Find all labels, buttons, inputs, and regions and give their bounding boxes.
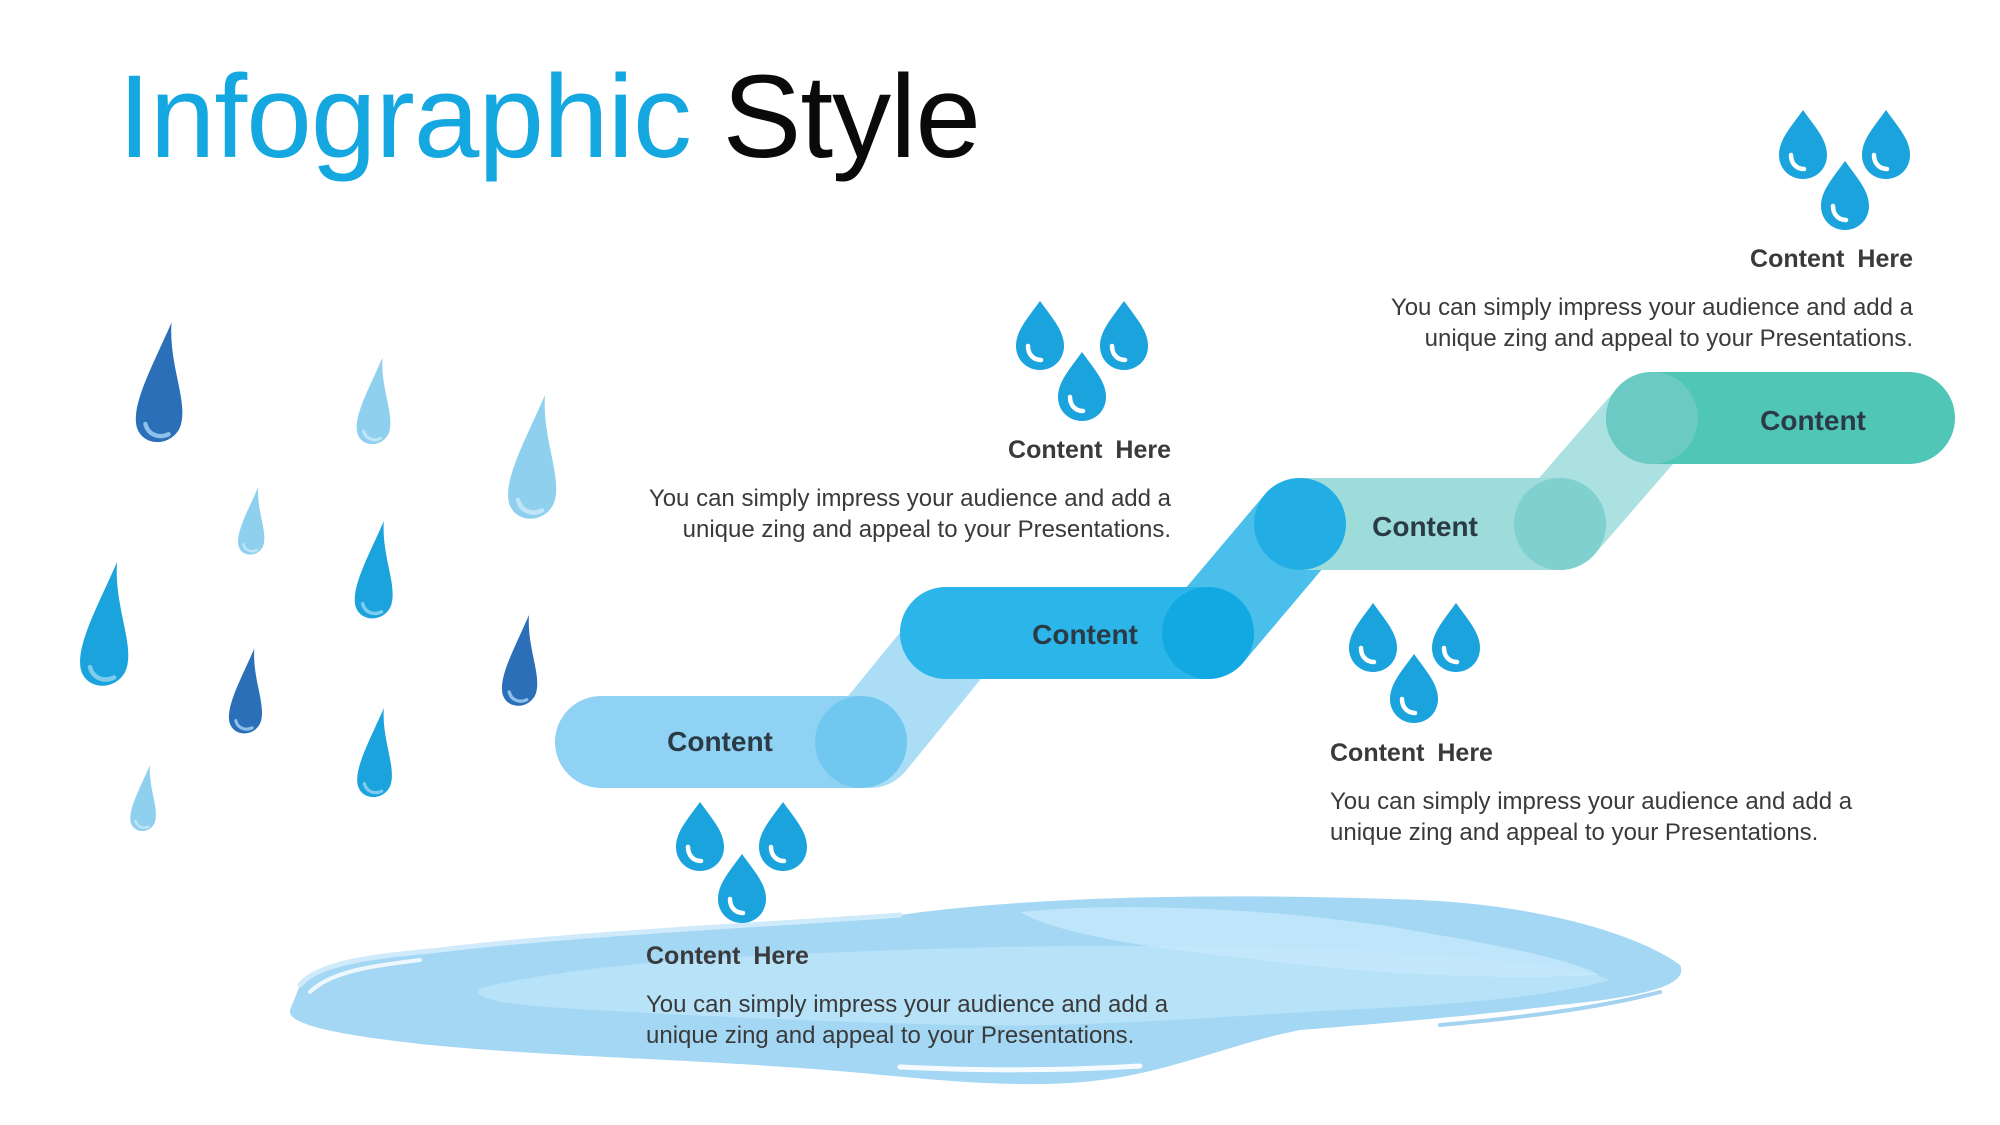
description-line: unique zing and appeal to your Presentat… (646, 1022, 1135, 1049)
content-heading: Content Here (646, 942, 809, 970)
drop-cluster-4 (1779, 110, 1910, 230)
step-pill-4 (1606, 372, 1955, 464)
step-label-2: Content (1032, 619, 1138, 650)
content-description: You can simply impress your audience and… (646, 989, 1168, 1051)
description-line: unique zing and appeal to your Presentat… (1424, 325, 1913, 352)
content-heading: Content Here (1330, 739, 1493, 767)
description-line: unique zing and appeal to your Presentat… (682, 516, 1171, 543)
title-part-1: Infographic (118, 51, 692, 183)
description-line: You can simply impress your audience and… (648, 485, 1171, 512)
description-line: You can simply impress your audience and… (1390, 294, 1913, 321)
page-title: Infographic Style (118, 50, 981, 186)
content-heading: Content Here (1008, 436, 1171, 464)
step-pill-1 (555, 696, 907, 788)
rain-illustration (80, 322, 557, 831)
content-description: You can simply impress your audience and… (1330, 786, 1852, 848)
content-description: You can simply impress your audience and… (649, 483, 1171, 545)
puddle-illustration (289, 896, 1682, 1085)
content-heading: Content Here (1750, 245, 1913, 273)
description-line: unique zing and appeal to your Presentat… (1330, 819, 1819, 846)
drop-cluster-2 (1016, 301, 1148, 421)
content-block-1: Content Here You can simply impress your… (646, 942, 1168, 1051)
step-pill-3 (1254, 478, 1606, 570)
drop-cluster-1 (676, 802, 807, 923)
content-description: You can simply impress your audience and… (1391, 292, 1913, 354)
description-line: You can simply impress your audience and… (646, 991, 1169, 1018)
content-block-4: Content Here You can simply impress your… (1391, 245, 1913, 354)
drop-cluster-3 (1349, 603, 1480, 723)
step-label-1: Content (667, 726, 773, 757)
step-pill-2 (900, 587, 1254, 679)
description-line: You can simply impress your audience and… (1330, 788, 1853, 815)
title-part-2: Style (722, 51, 981, 183)
content-block-3: Content Here You can simply impress your… (1330, 739, 1852, 848)
step-label-4: Content (1760, 405, 1866, 436)
content-block-2: Content Here You can simply impress your… (649, 436, 1171, 545)
step-label-3: Content (1372, 511, 1478, 542)
